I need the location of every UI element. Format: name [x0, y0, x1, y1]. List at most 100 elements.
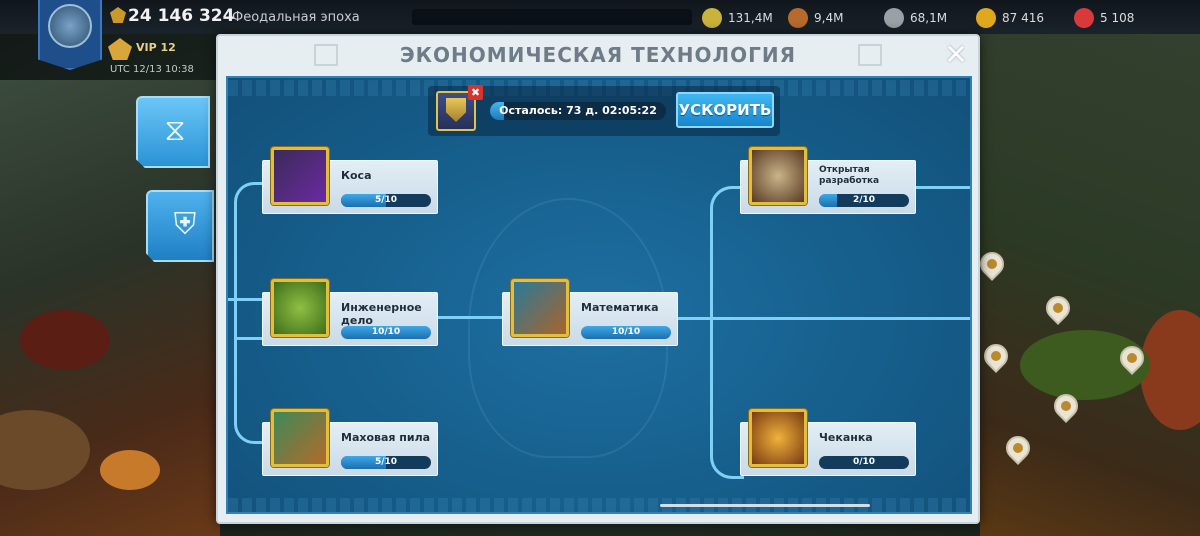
resource-pin[interactable]: [1041, 291, 1075, 325]
tech-level-bar: 5/10: [341, 456, 431, 469]
vip-icon: [108, 38, 132, 60]
power-value: 24 146 324: [128, 6, 235, 26]
quarry-icon: [749, 147, 807, 205]
tech-level-text: 10/10: [611, 327, 641, 337]
player-avatar[interactable]: [38, 0, 102, 70]
economy-scroll-icon: ⧖: [164, 113, 186, 148]
tech-name: Чеканка: [819, 431, 873, 444]
era-label: Феодальная эпоха: [232, 10, 360, 25]
tech-level-fill: [341, 194, 386, 207]
tree-connector: [228, 298, 264, 301]
tech-level-fill: [341, 326, 431, 339]
tech-dialog: ЭКОНОМИЧЕСКАЯ ТЕХНОЛОГИЯ ✕ ✖ Осталось: 7…: [216, 34, 980, 524]
tab-military[interactable]: ⛨: [146, 190, 214, 262]
tech-name: Коса: [341, 169, 372, 182]
tech-level-bar: 10/10: [341, 326, 431, 339]
autumn-tree: [20, 310, 110, 370]
tech-level-bar: 10/10: [581, 326, 671, 339]
gears-icon: [271, 279, 329, 337]
tree-connector: [234, 340, 237, 376]
tech-level-bar: 2/10: [819, 194, 909, 207]
tree-connector: [234, 253, 237, 265]
tech-node-open-pit[interactable]: Открытая разработка 2/10: [740, 147, 916, 214]
resource-value: 87 416: [1002, 11, 1044, 25]
resource-pin[interactable]: [1001, 431, 1035, 465]
tech-level-text: 5/10: [374, 195, 398, 205]
resource-stone[interactable]: 68,1M: [884, 8, 947, 28]
board-border-pattern: [228, 498, 970, 512]
tree-connector: [914, 186, 970, 189]
tech-node-flywheel-saw[interactable]: Маховая пила 5/10: [262, 409, 438, 476]
gold-icon: [976, 8, 996, 28]
cancel-research-button[interactable]: ✖: [468, 85, 483, 100]
close-icon: ✖: [470, 86, 481, 99]
tech-node-scythe[interactable]: Коса 5/10: [262, 147, 438, 214]
tech-node-mathematics[interactable]: Математика 10/10: [502, 279, 678, 346]
resource-value: 131,4M: [728, 11, 773, 25]
tech-level-bar: 0/10: [819, 456, 909, 469]
utc-clock: UTC 12/13 10:38: [110, 64, 194, 75]
tech-name: Математика: [581, 301, 659, 314]
shield-tech-icon: [446, 98, 466, 122]
tech-name: Инженерное дело: [341, 301, 422, 327]
minting-icon: [749, 409, 807, 467]
tech-node-engineering[interactable]: Инженерное дело 10/10: [262, 279, 438, 346]
resource-pin[interactable]: [979, 339, 1013, 373]
tree-connector: [436, 316, 504, 319]
abacus-icon: [511, 279, 569, 337]
tree-connector: [710, 186, 744, 320]
resource-gold[interactable]: 87 416: [976, 8, 1044, 28]
resource-value: 9,4M: [814, 11, 844, 25]
corn-icon: [702, 8, 722, 28]
tech-name: Маховая пила: [341, 431, 431, 444]
tree-connector: [234, 374, 264, 444]
resource-pin[interactable]: [975, 247, 1009, 281]
close-button[interactable]: ✕: [941, 40, 971, 70]
top-hud: 24 146 324 Феодальная эпоха 131,4M 9,4M …: [0, 0, 1200, 34]
resource-value: 68,1M: [910, 11, 948, 25]
boulder: [0, 410, 90, 490]
hud-bar: [412, 9, 692, 25]
research-timer-bar: Осталось: 73 д. 02:05:22: [490, 102, 666, 120]
tab-economy[interactable]: ⧖: [136, 96, 210, 168]
game-background-right: [975, 30, 1200, 536]
tech-level-text: 0/10: [852, 457, 876, 467]
tech-level-fill: [819, 194, 837, 207]
resource-value: 5 108: [1100, 11, 1135, 25]
speedup-button[interactable]: УСКОРИТЬ: [676, 92, 774, 128]
close-icon: ✕: [944, 38, 968, 71]
gem-icon: [1074, 8, 1094, 28]
saw-icon: [271, 409, 329, 467]
tech-level-fill: [581, 326, 671, 339]
resource-corn[interactable]: 131,4M: [702, 8, 773, 28]
tree-connector: [676, 317, 970, 320]
tech-level-text: 10/10: [371, 327, 401, 337]
avatar-portrait: [48, 4, 92, 48]
power-icon: [110, 7, 126, 23]
dialog-title: ЭКОНОМИЧЕСКАЯ ТЕХНОЛОГИЯ: [399, 43, 797, 67]
title-ornament: [314, 44, 338, 66]
tree-connector: [234, 182, 264, 256]
tree-connector: [710, 317, 744, 479]
tech-level-text: 5/10: [374, 457, 398, 467]
tech-level-text: 2/10: [852, 195, 876, 205]
tech-level-bar: 5/10: [341, 194, 431, 207]
wood-icon: [788, 8, 808, 28]
horizontal-scrollbar[interactable]: [660, 504, 870, 507]
autumn-tree: [1140, 310, 1200, 430]
tech-name: Открытая разработка: [819, 165, 880, 186]
military-shield-icon: ⛨: [173, 207, 197, 242]
resource-wood[interactable]: 9,4M: [788, 8, 843, 28]
title-ornament: [858, 44, 882, 66]
scythe-icon: [271, 147, 329, 205]
mushroom: [100, 450, 160, 490]
research-timer-fill: [490, 102, 505, 120]
research-timer-text: Осталось: 73 д. 02:05:22: [499, 104, 657, 117]
tech-node-minting[interactable]: Чеканка 0/10: [740, 409, 916, 476]
resource-gems[interactable]: 5 108: [1074, 8, 1134, 28]
stone-icon: [884, 8, 904, 28]
tech-tree-board[interactable]: ✖ Осталось: 73 д. 02:05:22 УСКОРИТЬ Коса: [226, 76, 972, 514]
tech-level-fill: [341, 456, 386, 469]
research-status: ✖ Осталось: 73 д. 02:05:22 УСКОРИТЬ: [428, 85, 780, 136]
vip-label[interactable]: VIP 12: [136, 41, 176, 54]
